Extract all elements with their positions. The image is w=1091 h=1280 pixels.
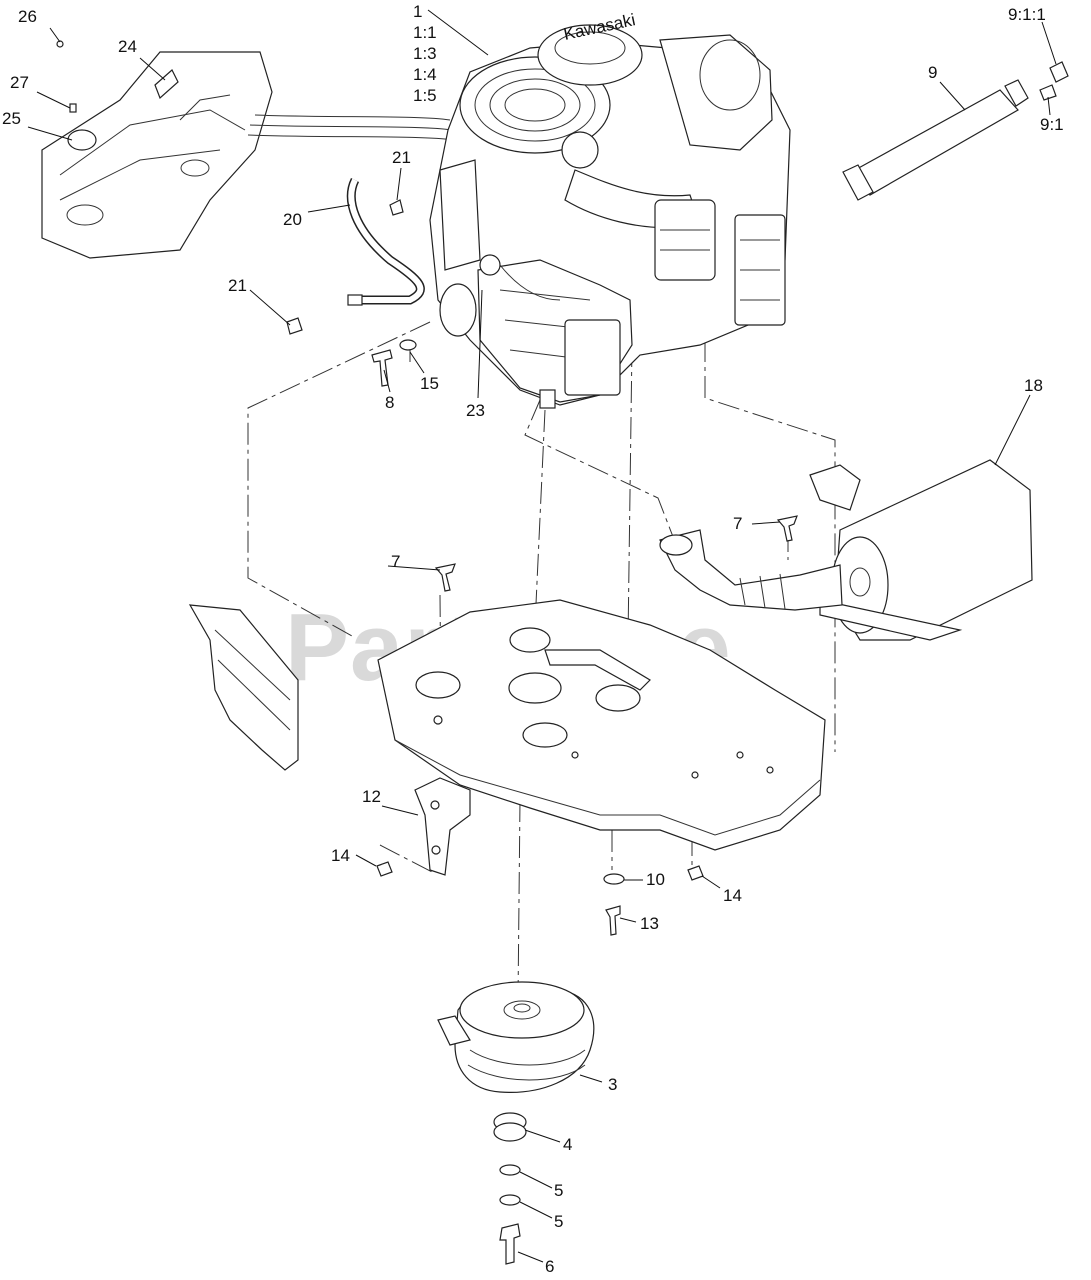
side-shield — [188, 604, 299, 771]
callout-13: 13 — [640, 914, 659, 933]
small-hardware — [376, 861, 704, 936]
callout-9-1-1: 9:1:1 — [1008, 5, 1046, 24]
key-switch-knob — [67, 129, 97, 151]
callout-1-5: 1:5 — [413, 86, 437, 105]
callout-18: 18 — [1024, 376, 1043, 395]
callout-14-left: 14 — [331, 846, 350, 865]
callout-5-lower: 5 — [554, 1212, 563, 1231]
callout-9: 9 — [928, 63, 937, 82]
engine-assembly: Kawasaki — [429, 10, 791, 409]
hose-clamp-lower — [286, 317, 303, 335]
clutch-hardware — [493, 1112, 527, 1265]
callout-1: 1 — [413, 2, 422, 21]
crankshaft-end — [539, 389, 556, 409]
leader-lines — [27, 9, 1057, 1263]
callout-7-left: 7 — [391, 552, 400, 571]
small-fastener — [69, 103, 77, 113]
exhaust-washer — [1039, 84, 1057, 101]
callout-27: 27 — [10, 73, 29, 92]
callout-6: 6 — [545, 1257, 554, 1276]
bolts-7 — [434, 515, 798, 592]
callout-23: 23 — [466, 401, 485, 420]
callout-7-right: 7 — [733, 514, 742, 533]
callout-12: 12 — [362, 787, 381, 806]
muffler — [659, 459, 1033, 641]
pto-clutch — [437, 981, 595, 1093]
bolt-washer-engine — [371, 339, 417, 387]
callout-1-3: 1:3 — [413, 44, 437, 63]
callout-25: 25 — [2, 109, 21, 128]
callout-labels: 1 1:1 1:3 1:4 1:5 26 24 27 25 9:1:1 9 9:… — [2, 2, 1064, 1276]
callout-20: 20 — [283, 210, 302, 229]
callout-3: 3 — [608, 1075, 617, 1094]
callout-4: 4 — [563, 1135, 572, 1154]
air-cleaner-dome — [537, 24, 643, 86]
hose-clamp-upper — [389, 199, 404, 216]
panel-screw — [56, 40, 64, 48]
throttle-lever — [154, 69, 179, 100]
engine-deck — [377, 599, 826, 851]
callout-21-upper: 21 — [392, 148, 411, 167]
callout-14-right: 14 — [723, 886, 742, 905]
callout-24: 24 — [118, 37, 137, 56]
callout-26: 26 — [18, 7, 37, 26]
callout-1-4: 1:4 — [413, 65, 437, 84]
callout-8: 8 — [385, 393, 394, 412]
control-panel — [41, 40, 455, 259]
callout-10: 10 — [646, 870, 665, 889]
callout-15: 15 — [420, 374, 439, 393]
exhaust-pipe — [842, 61, 1069, 201]
exhaust-nut — [1049, 61, 1069, 83]
fuel-hose — [286, 177, 425, 335]
callout-5-upper: 5 — [554, 1181, 563, 1200]
bracket — [414, 777, 471, 876]
callout-9-1: 9:1 — [1040, 115, 1064, 134]
callout-21-lower: 21 — [228, 276, 247, 295]
callout-1-1: 1:1 — [413, 23, 437, 42]
